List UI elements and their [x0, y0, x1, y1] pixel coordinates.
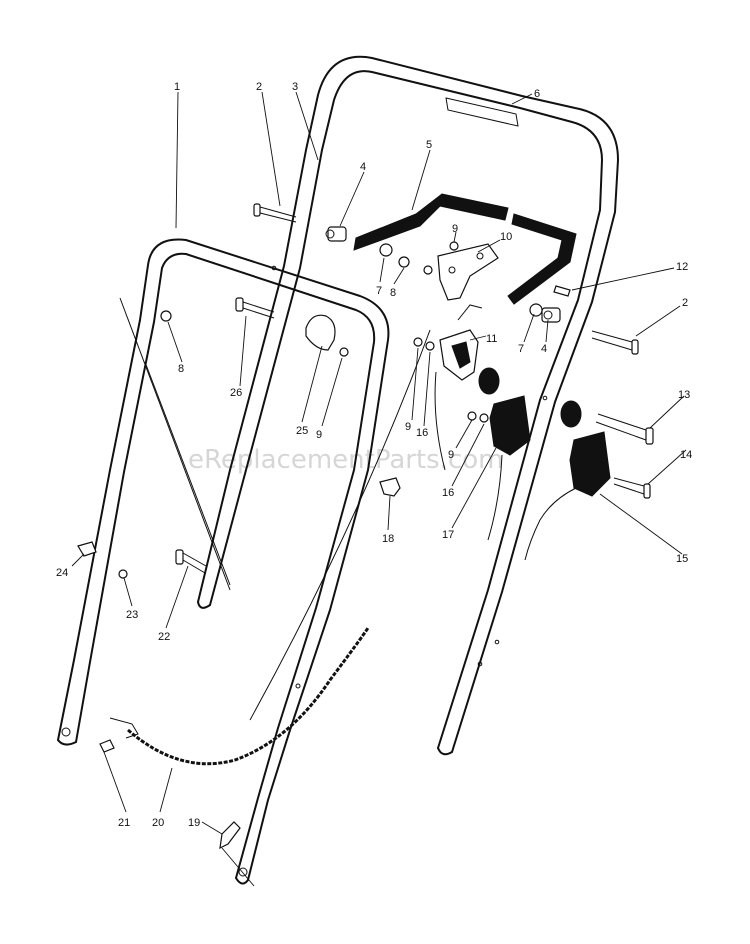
- guide-line-left: [119, 297, 231, 591]
- screw-21: [99, 739, 115, 753]
- callout-2-right: 2: [682, 297, 688, 309]
- bracket-plate: [437, 243, 499, 301]
- nut-8-lower: [423, 265, 433, 275]
- bolt-26: [235, 297, 275, 319]
- nut-9-mid: [413, 337, 423, 347]
- callout-19: 19: [188, 817, 200, 829]
- callout-7-left: 7: [376, 285, 382, 297]
- spacer-4-right: [541, 307, 561, 323]
- callout-13: 13: [678, 389, 690, 401]
- cable-end: [109, 717, 139, 739]
- callout-3: 3: [292, 81, 298, 93]
- switch-box-15: [524, 400, 611, 561]
- callout-21: 21: [118, 817, 130, 829]
- callout-14: 14: [680, 449, 692, 461]
- callout-6: 6: [534, 88, 540, 100]
- callout-17: 17: [442, 529, 454, 541]
- callout-9-top: 9: [452, 223, 458, 235]
- callout-10: 10: [500, 231, 512, 243]
- cable-guide-25: [305, 314, 336, 351]
- cable-clip-18: [379, 477, 401, 497]
- callout-12: 12: [676, 261, 688, 273]
- callout-11: 11: [486, 333, 497, 345]
- upper-handle: [197, 55, 619, 756]
- callout-15: 15: [676, 553, 688, 565]
- bolt-14: [613, 477, 651, 499]
- nut-9-left: [339, 347, 349, 357]
- guide-line-right: [144, 361, 231, 586]
- callout-18: 18: [382, 533, 394, 545]
- bolt-22: [175, 549, 207, 574]
- callout-16-upper: 16: [416, 427, 428, 439]
- callout-9-mid: 9: [405, 421, 411, 433]
- washer-7-left: [379, 243, 393, 257]
- callout-16-lower: 16: [442, 487, 454, 499]
- callout-4-right: 4: [541, 343, 547, 355]
- callout-1: 1: [174, 81, 180, 93]
- nut-9-lower: [467, 411, 477, 421]
- control-cable: [127, 627, 370, 766]
- switch-box-17: [478, 367, 531, 541]
- callout-22: 22: [158, 631, 170, 643]
- watermark-text: eReplacementParts.com: [188, 445, 504, 475]
- callout-25: 25: [296, 425, 308, 437]
- callout-2-top: 2: [256, 81, 262, 93]
- callout-24: 24: [56, 567, 68, 579]
- nut-8-left: [160, 310, 172, 322]
- washer-7-right: [529, 303, 543, 317]
- control-assembly-11: [434, 304, 483, 471]
- bolt-13: [595, 413, 654, 445]
- callout-9-left: 9: [316, 429, 322, 441]
- callout-5: 5: [426, 139, 432, 151]
- callout-26: 26: [230, 387, 242, 399]
- lower-handle: [57, 238, 390, 885]
- callout-numbers: 1 2 3 4 5 6 7 8 9 10 12 2 7 4 11 8 26 25…: [56, 81, 692, 829]
- clip-19: [219, 821, 241, 850]
- bolt-2-left: [253, 203, 297, 223]
- callout-4-top: 4: [360, 161, 366, 173]
- callout-7-right: 7: [518, 343, 524, 355]
- callout-20: 20: [152, 817, 164, 829]
- callout-23: 23: [126, 609, 138, 621]
- bolt-2-right: [591, 330, 639, 355]
- washer-16-upper: [425, 341, 435, 351]
- grip: [353, 193, 577, 305]
- screw-12: [553, 285, 571, 297]
- guide-wire-long: [249, 329, 431, 721]
- bolt-24: [77, 541, 97, 557]
- nut-8-upper: [398, 256, 410, 268]
- callout-9-lower: 9: [448, 449, 454, 461]
- spacer-4-left: [325, 226, 347, 242]
- nut-23: [118, 569, 128, 579]
- callout-8-left: 8: [178, 363, 184, 375]
- nut-9-top: [449, 241, 459, 251]
- callout-8-mid: 8: [390, 287, 396, 299]
- leader-lines: [71, 91, 687, 887]
- washer-16-lower: [479, 413, 489, 423]
